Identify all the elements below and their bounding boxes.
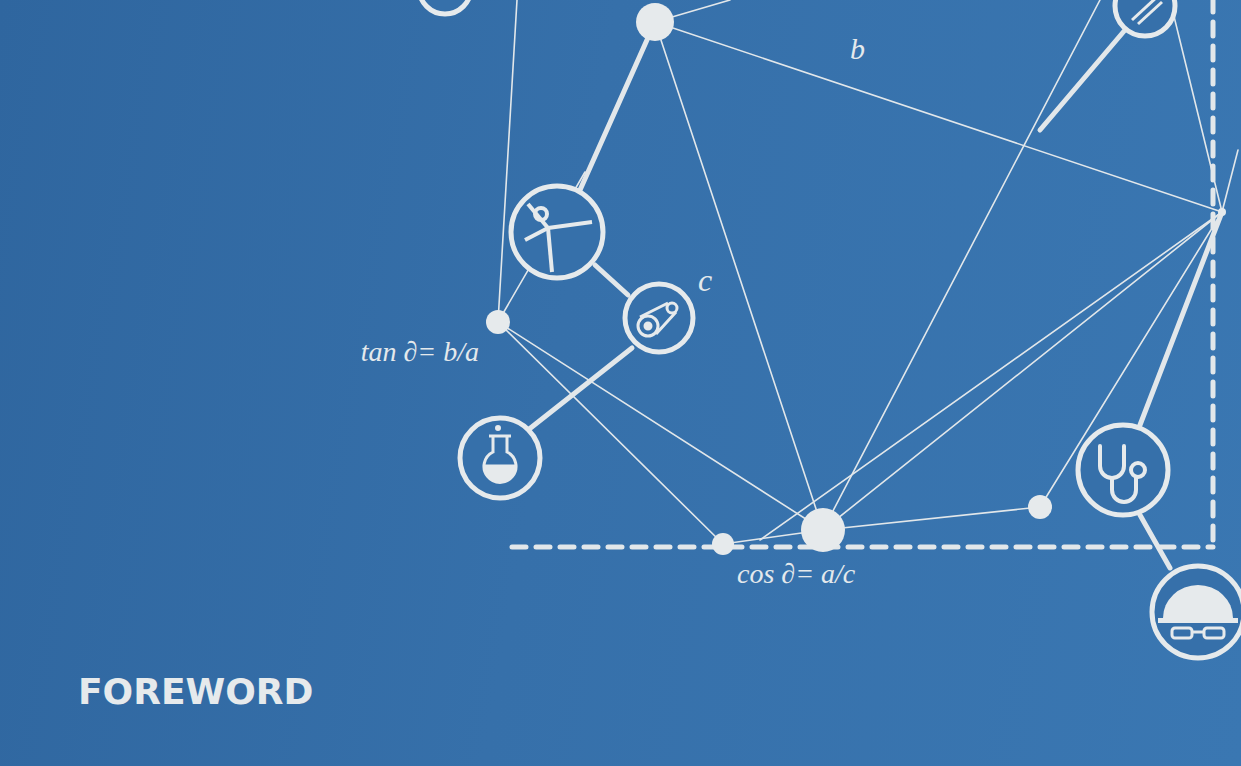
hardhat-icon (1158, 585, 1238, 638)
thick-lines (528, 22, 1222, 568)
formula-label: b (850, 34, 865, 64)
flask-icon (484, 427, 516, 483)
stethoscope-icon (1100, 446, 1145, 502)
belt-icon (638, 303, 677, 336)
formula-label: c (698, 264, 712, 296)
formula-label: cos ∂= a/c (737, 560, 855, 588)
node-dots (486, 3, 1226, 555)
formula-label: tan ∂= b/a (361, 338, 479, 366)
icon-rings (419, 0, 1241, 658)
page-title: FOREWORD (78, 674, 313, 710)
dashed-frame (512, 0, 1213, 547)
thin-lines (498, 0, 1238, 544)
tool-icon (1132, 0, 1162, 24)
turbine-icon (525, 204, 592, 272)
